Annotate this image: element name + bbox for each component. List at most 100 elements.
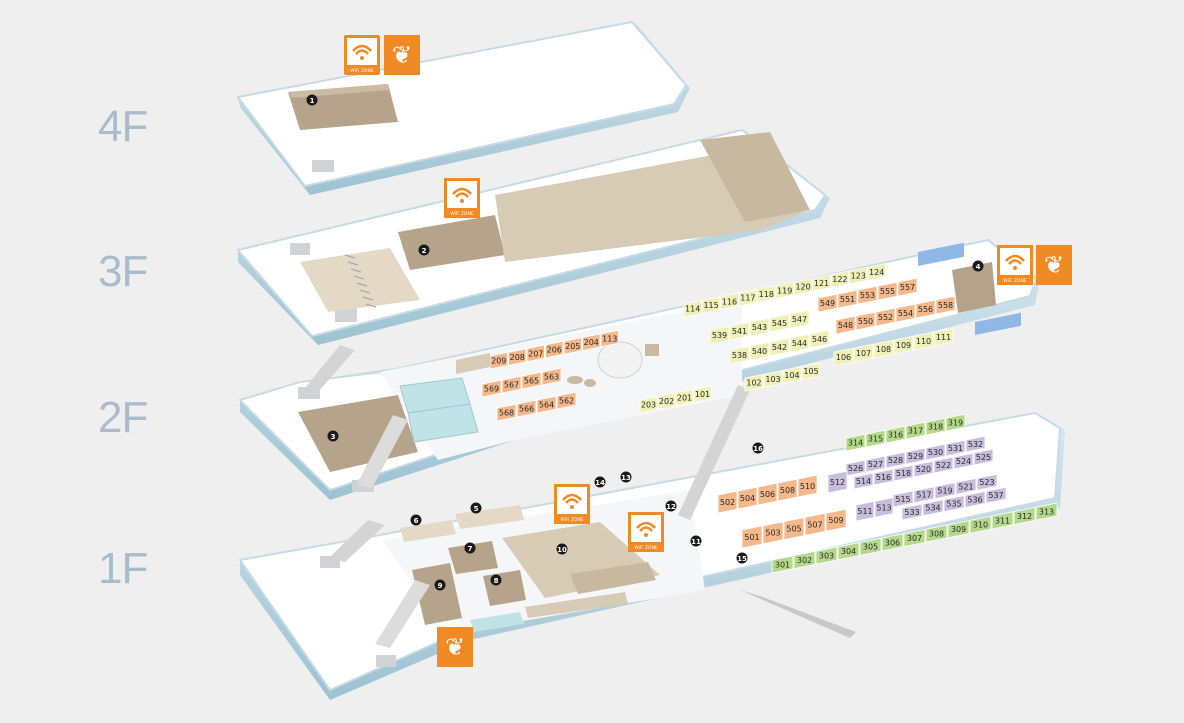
room-310[interactable]: 310 [969, 515, 992, 534]
room-120[interactable]: 120 [794, 277, 813, 296]
room-terrace-house[interactable] [455, 505, 524, 529]
room-510[interactable]: 510 [797, 474, 818, 498]
room-105[interactable]: 105 [801, 362, 821, 381]
room-557[interactable]: 557 [897, 277, 918, 297]
room-115[interactable]: 115 [702, 296, 721, 314]
room-the-paradise[interactable] [952, 262, 996, 313]
room-521[interactable]: 521 [955, 477, 977, 495]
room-111[interactable]: 111 [933, 327, 954, 347]
room-110[interactable]: 110 [913, 331, 934, 351]
room-517[interactable]: 517 [913, 486, 935, 504]
room-305[interactable]: 305 [859, 537, 882, 556]
room-117[interactable]: 117 [738, 288, 757, 307]
wifi-icon[interactable]: WiFi ZONE [444, 178, 480, 218]
room-536[interactable]: 536 [964, 490, 986, 508]
room-312[interactable]: 312 [1013, 506, 1036, 526]
room-546[interactable]: 546 [809, 329, 830, 349]
room-552[interactable]: 552 [875, 307, 896, 327]
room-541[interactable]: 541 [729, 321, 750, 341]
room-568[interactable]: 568 [496, 403, 517, 422]
room-516[interactable]: 516 [873, 468, 894, 486]
room-106[interactable]: 106 [833, 347, 854, 367]
room-205[interactable]: 205 [563, 337, 582, 355]
room-203[interactable]: 203 [639, 396, 658, 414]
room-b-511[interactable]: 511 [855, 500, 875, 522]
room-545[interactable]: 545 [769, 313, 790, 333]
room-556[interactable]: 556 [915, 299, 936, 319]
room-113[interactable]: 113 [600, 329, 619, 348]
room-530[interactable]: 530 [925, 443, 946, 461]
room-562[interactable]: 562 [556, 391, 577, 410]
room-319[interactable]: 319 [945, 413, 966, 432]
room-301[interactable]: 301 [771, 555, 794, 574]
wifi-icon[interactable]: WiFi ZONE [628, 512, 664, 552]
room-523[interactable]: 523 [976, 473, 998, 491]
room-535[interactable]: 535 [943, 495, 965, 513]
orange-zone[interactable] [975, 312, 1021, 335]
room-538[interactable]: 538 [729, 345, 750, 365]
room-314[interactable]: 314 [845, 433, 866, 452]
room-103[interactable]: 103 [763, 370, 783, 388]
room-306[interactable]: 306 [881, 533, 904, 552]
room-b-513[interactable]: 513 [874, 497, 894, 518]
wifi-icon[interactable]: WiFi ZONE [554, 484, 590, 524]
room-101[interactable]: 101 [693, 385, 712, 403]
room-529[interactable]: 529 [905, 447, 926, 465]
room-noraebang[interactable] [448, 541, 498, 574]
room-202[interactable]: 202 [657, 392, 676, 410]
room-509[interactable]: 509 [825, 508, 847, 532]
room-207[interactable]: 207 [526, 344, 545, 363]
room-208[interactable]: 208 [508, 348, 527, 366]
room-522[interactable]: 522 [933, 456, 954, 474]
room-506[interactable]: 506 [757, 482, 778, 506]
room-558[interactable]: 558 [935, 295, 956, 315]
room-206[interactable]: 206 [545, 340, 564, 359]
room-565[interactable]: 565 [521, 371, 542, 390]
room-303[interactable]: 303 [815, 546, 838, 565]
room-519[interactable]: 519 [934, 482, 956, 500]
room-109[interactable]: 109 [893, 335, 914, 355]
room-309[interactable]: 309 [947, 520, 970, 539]
room-549[interactable]: 549 [817, 293, 838, 313]
room-540[interactable]: 540 [749, 341, 770, 361]
room-114[interactable]: 114 [683, 300, 702, 318]
room-550[interactable]: 550 [855, 311, 876, 331]
room-553[interactable]: 553 [857, 285, 878, 305]
room-534[interactable]: 534 [922, 499, 944, 517]
room-533[interactable]: 533 [901, 503, 923, 521]
room-544[interactable]: 544 [789, 333, 810, 353]
room-601[interactable] [470, 612, 524, 632]
room-medical[interactable] [456, 353, 490, 374]
wifi-icon[interactable]: WiFi ZONE [344, 35, 380, 75]
room-118[interactable]: 118 [757, 285, 776, 303]
room-527[interactable]: 527 [865, 455, 886, 473]
room-304[interactable]: 304 [837, 542, 860, 561]
room-116[interactable]: 116 [720, 292, 739, 311]
room-cafe-yume-vip[interactable] [288, 84, 398, 130]
room-316[interactable]: 316 [885, 425, 906, 444]
room-564[interactable]: 564 [536, 395, 557, 414]
room-122[interactable]: 122 [830, 270, 849, 289]
room-508[interactable]: 508 [777, 478, 798, 502]
room-102[interactable]: 102 [744, 373, 764, 392]
room-551[interactable]: 551 [837, 289, 858, 309]
room-554[interactable]: 554 [895, 303, 916, 323]
room-543[interactable]: 543 [749, 317, 770, 337]
room-569[interactable]: 569 [481, 379, 502, 398]
room-107[interactable]: 107 [853, 343, 874, 363]
room-204[interactable]: 204 [582, 333, 601, 351]
room-563[interactable]: 563 [541, 367, 562, 386]
room-531[interactable]: 531 [945, 439, 966, 457]
room-308[interactable]: 308 [925, 524, 948, 543]
room-119[interactable]: 119 [775, 281, 794, 300]
room-512[interactable]: 512 [827, 470, 848, 494]
wifi-icon[interactable]: WiFi ZONE [997, 245, 1033, 285]
room-514[interactable]: 514 [853, 472, 874, 490]
room-542[interactable]: 542 [769, 337, 790, 357]
room-cafe-yume-3f[interactable] [398, 215, 505, 270]
room-104[interactable]: 104 [782, 366, 802, 384]
room-555[interactable]: 555 [877, 281, 898, 301]
room-567[interactable]: 567 [501, 375, 522, 394]
room-524[interactable]: 524 [953, 452, 974, 470]
room-317[interactable]: 317 [905, 421, 926, 440]
